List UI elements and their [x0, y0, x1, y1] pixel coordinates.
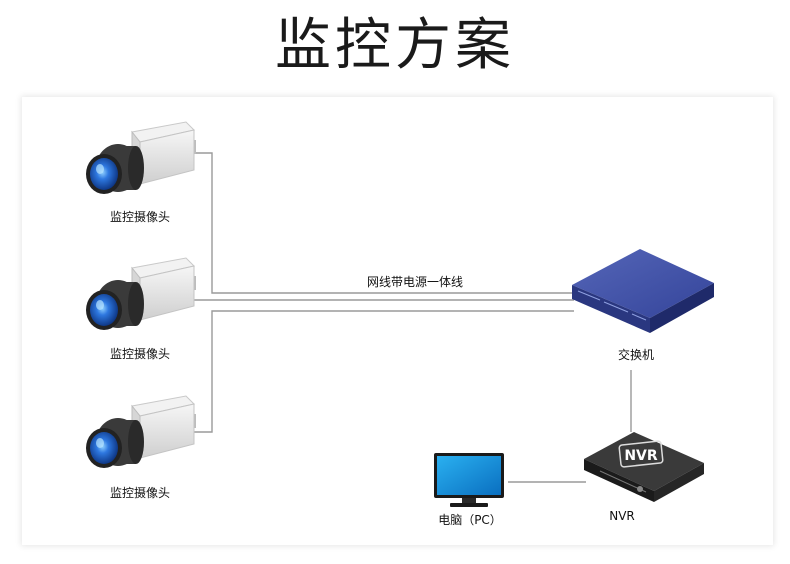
connection-lines [185, 152, 632, 483]
pc-label: 电脑（PC） [438, 513, 502, 527]
page-title: 监控方案 [275, 13, 515, 78]
nvr-badge: NVR [624, 448, 658, 464]
camera-2 [85, 257, 197, 331]
camera-3-cable [185, 310, 574, 433]
switch-label: 交换机 [617, 348, 655, 362]
camera-1-cable [185, 152, 574, 294]
camera-1 [85, 121, 197, 195]
camera-3-label: 监控摄像头 [109, 486, 171, 500]
camera-3 [85, 395, 197, 469]
pc-monitor [434, 453, 504, 507]
switch-device [572, 249, 714, 333]
cable-label: 网线带电源一体线 [366, 275, 464, 289]
nvr-device [584, 432, 704, 502]
camera-1-label: 监控摄像头 [109, 210, 171, 224]
camera-2-label: 监控摄像头 [109, 347, 171, 361]
nvr-label: NVR [609, 509, 635, 523]
